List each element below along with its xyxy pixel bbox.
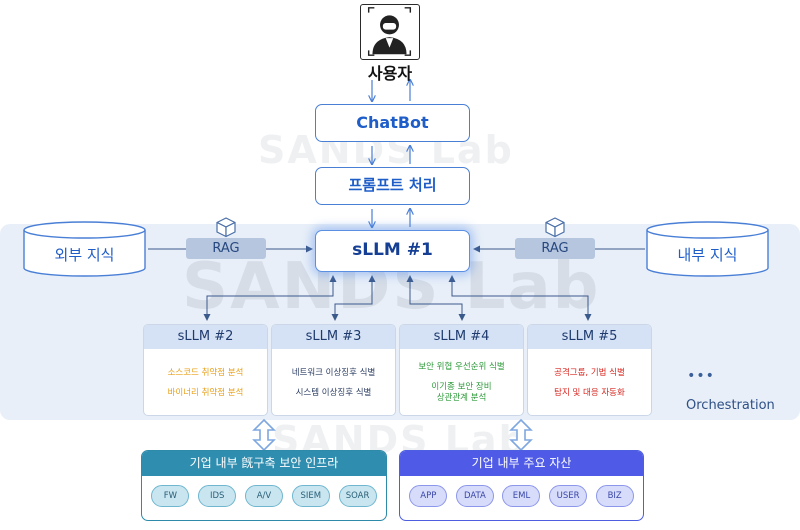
infra-item-siem: SIEM <box>291 485 330 507</box>
sllm-card-5: sLLM #5 공격그룹, 기법 식별 탐지 및 대응 자동화 <box>527 324 652 416</box>
assets-panel: 기업 내부 주요 자산 APP DATA EML USER BIZ <box>399 450 644 521</box>
asset-item-eml: EML <box>502 485 541 507</box>
sllm-card-title: sLLM #3 <box>272 325 395 349</box>
cube-icon <box>545 217 565 238</box>
database-icon <box>646 221 769 277</box>
external-knowledge-db: 외부 지식 <box>22 220 147 278</box>
external-knowledge-label: 외부 지식 <box>54 246 115 264</box>
sllm-task-item: 이기종 보안 장비 상관관계 분석 <box>431 382 492 403</box>
cube-icon <box>216 217 236 238</box>
sllm-card-title: sLLM #2 <box>144 325 267 349</box>
asset-item-user: USER <box>549 485 588 507</box>
sllm-card-4: sLLM #4 보안 위협 우선순위 식별 이기종 보안 장비 상관관계 분석 <box>399 324 524 416</box>
rag-label-right: RAG <box>515 238 595 259</box>
infra-item-fw: FW <box>151 485 190 507</box>
assets-title: 기업 내부 주요 자산 <box>400 451 643 476</box>
ellipsis-icon: ••• <box>687 368 715 384</box>
sllm-task-item: 네트워크 이상징후 식별 <box>291 367 376 378</box>
infra-item-av: A/V <box>244 485 283 507</box>
sllm-card-title: sLLM #5 <box>528 325 651 349</box>
asset-item-biz: BIZ <box>595 485 634 507</box>
internal-knowledge-label: 내부 지식 <box>677 246 738 264</box>
infra-item-soar: SOAR <box>338 485 377 507</box>
sllm-task-item: 보안 위협 우선순위 식별 <box>418 362 505 372</box>
security-infra-panel: 기업 내부 旣구축 보안 인프라 FW IDS A/V SIEM SOAR <box>141 450 387 521</box>
sllm-card-3: sLLM #3 네트워크 이상징후 식별 시스템 이상징후 식별 <box>271 324 396 416</box>
sllm-task-item: 시스템 이상징후 식별 <box>295 387 372 398</box>
user-label: 사용자 <box>367 64 413 83</box>
database-icon <box>23 221 146 277</box>
user-profile-icon <box>367 7 412 56</box>
sllm-main-node: sLLM #1 <box>315 230 470 272</box>
sllm-card-title: sLLM #4 <box>400 325 523 349</box>
infra-item-ids: IDS <box>198 485 237 507</box>
sllm-task-item: 탐지 및 대응 자동화 <box>554 387 625 398</box>
orchestration-label: Orchestration <box>686 398 775 413</box>
asset-item-app: APP <box>409 485 448 507</box>
security-infra-title: 기업 내부 旣구축 보안 인프라 <box>142 451 386 476</box>
sllm-task-item: 공격그룹, 기법 식별 <box>554 367 625 378</box>
prompt-processing-node: 프롬프트 처리 <box>315 167 470 205</box>
sllm-task-item: 바이너리 취약점 분석 <box>167 387 244 398</box>
chatbot-node: ChatBot <box>315 104 470 142</box>
sllm-task-item: 소스코드 취약점 분석 <box>167 367 244 378</box>
internal-knowledge-db: 내부 지식 <box>645 220 770 278</box>
asset-item-data: DATA <box>455 485 494 507</box>
user-avatar <box>360 4 420 60</box>
sllm-card-2: sLLM #2 소스코드 취약점 분석 바이너리 취약점 분석 <box>143 324 268 416</box>
rag-label-left: RAG <box>186 238 266 259</box>
